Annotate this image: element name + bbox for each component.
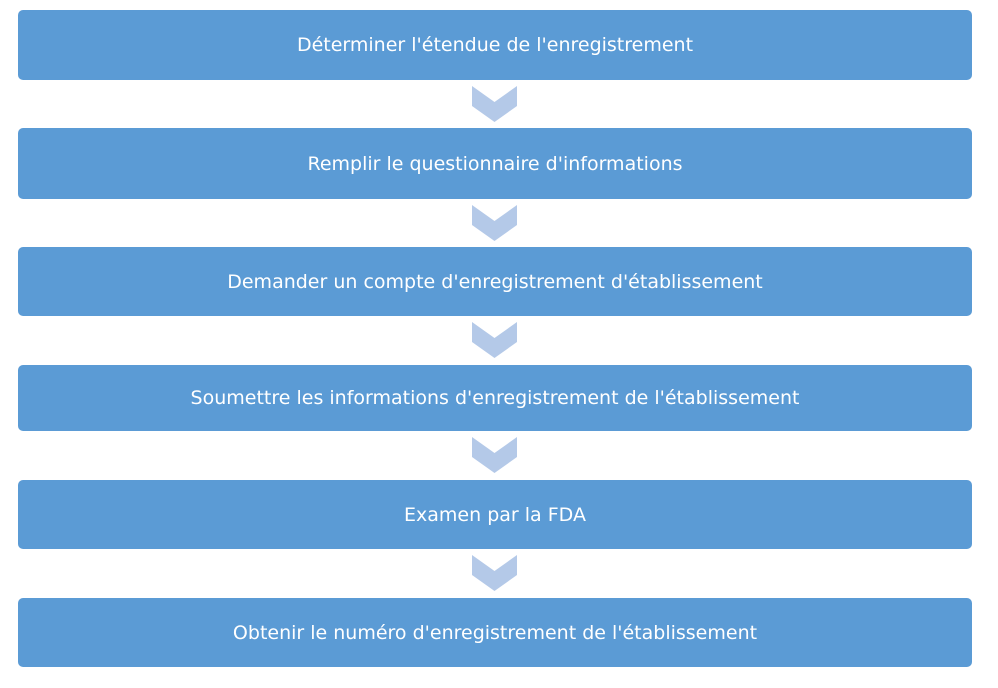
chevron-down-icon <box>472 86 517 122</box>
step-request-account: Demander un compte d'enregistrement d'ét… <box>18 247 972 316</box>
step-label: Obtenir le numéro d'enregistrement de l'… <box>232 621 758 644</box>
step-label: Examen par la FDA <box>404 503 586 526</box>
chevron-down-icon <box>472 205 517 241</box>
step-submit-information: Soumettre les informations d'enregistrem… <box>18 365 972 431</box>
step-label: Déterminer l'étendue de l'enregistrement <box>296 34 694 56</box>
step-label: Soumettre les informations d'enregistrem… <box>190 387 800 409</box>
step-label: Remplir le questionnaire d'informations <box>307 152 683 175</box>
step-label: Demander un compte d'enregistrement d'ét… <box>227 270 763 293</box>
chevron-down-icon <box>472 437 517 473</box>
chevron-down-icon <box>472 322 517 358</box>
step-obtain-number: Obtenir le numéro d'enregistrement de l'… <box>18 598 972 667</box>
step-fill-questionnaire: Remplir le questionnaire d'informations <box>18 128 972 199</box>
chevron-down-icon <box>472 555 517 591</box>
step-determine-scope: Déterminer l'étendue de l'enregistrement <box>18 10 972 80</box>
step-fda-review: Examen par la FDA <box>18 480 972 549</box>
